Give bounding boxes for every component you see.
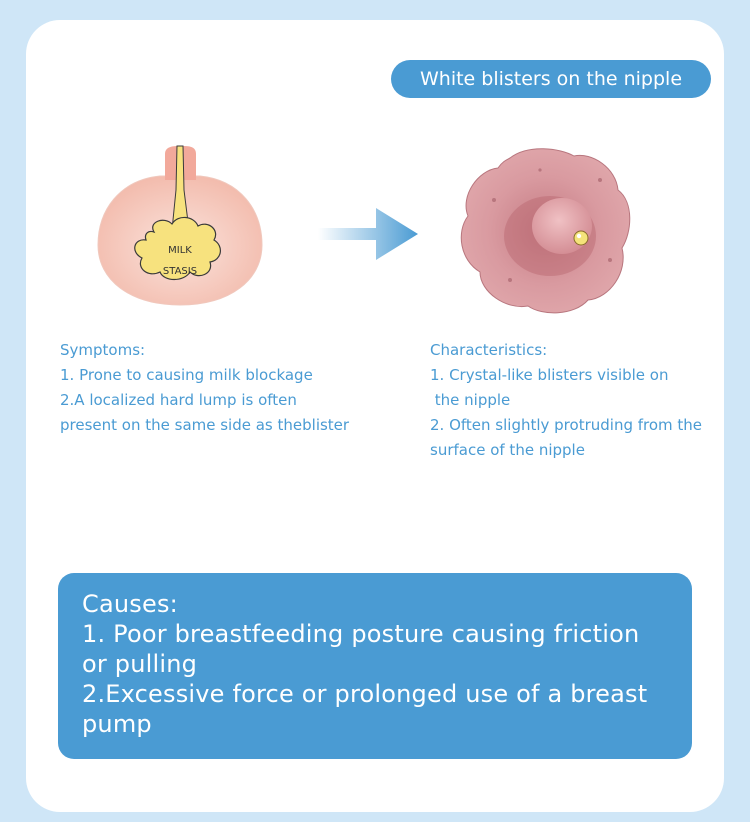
causes-line: pump <box>82 710 152 738</box>
stasis-label-milk: MILK <box>168 245 192 256</box>
characteristics-heading: Characteristics: <box>430 341 548 359</box>
causes-line: or pulling <box>82 650 198 678</box>
arrow-right-icon <box>318 208 418 260</box>
milk-stasis-blob <box>134 216 221 281</box>
causes-panel: Causes: 1. Poor breastfeeding posture ca… <box>58 573 692 759</box>
characteristics-line: the nipple <box>430 391 511 409</box>
nipple-blister-illustration <box>460 148 631 314</box>
white-blister <box>573 230 589 246</box>
symptoms-line: present on the same side as theblister <box>60 416 350 434</box>
nipple-tip <box>532 198 592 254</box>
breast-milk-stasis-illustration: MILK STASIS <box>97 145 263 306</box>
symptoms-block: Symptoms: 1. Prone to causing milk block… <box>60 338 349 438</box>
causes-line: 2.Excessive force or prolonged use of a … <box>82 680 648 708</box>
characteristics-line: 1. Crystal-like blisters visible on <box>430 366 669 384</box>
causes-heading: Causes: <box>82 590 178 618</box>
causes-line: 1. Poor breastfeeding posture causing fr… <box>82 620 640 648</box>
stasis-label-stasis: STASIS <box>163 266 197 277</box>
symptoms-heading: Symptoms: <box>60 341 146 359</box>
title-badge: White blisters on the nipple <box>391 60 711 98</box>
symptoms-line: 2.A localized hard lump is often <box>60 391 297 409</box>
characteristics-line: surface of the nipple <box>430 441 585 459</box>
characteristics-line: 2. Often slightly protruding from the <box>430 416 703 434</box>
characteristics-block: Characteristics: 1. Crystal-like blister… <box>430 338 702 463</box>
symptoms-line: 1. Prone to causing milk blockage <box>60 366 313 384</box>
